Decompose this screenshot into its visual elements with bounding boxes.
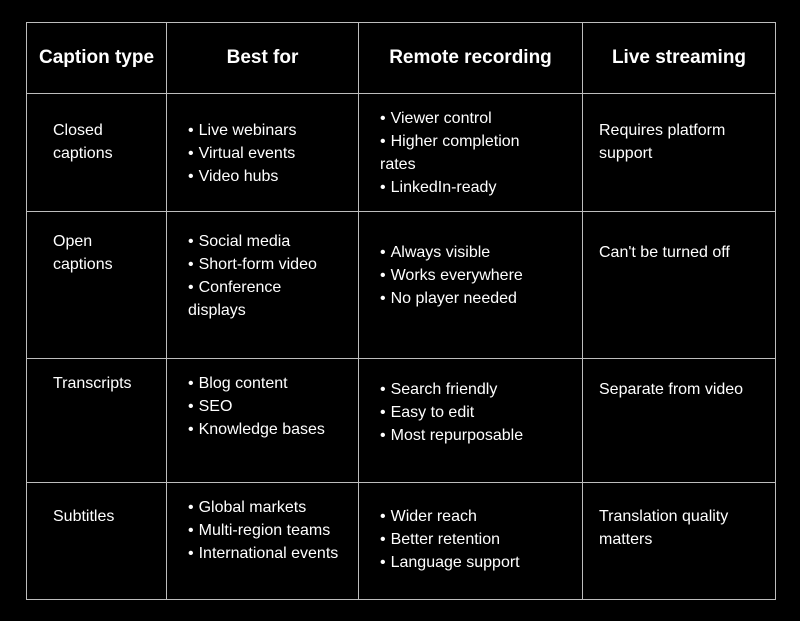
caption-type-text: Closed captions [53,122,113,162]
caption-type-cell: Transcripts [26,358,167,483]
list-item: Conference displays [188,276,318,322]
live-streaming-text: Requires platform support [599,122,726,162]
list-item: Easy to edit [380,401,568,424]
list-item: Better retention [380,528,568,551]
list-item: SEO [188,395,344,418]
header-row: Caption type Best for Remote recording L… [26,22,776,94]
best-for-list: Global markets Multi-region teams Intern… [188,496,348,565]
list-item: Short-form video [188,253,318,276]
live-streaming-cell: Can't be turned off [582,211,776,359]
best-for-list: Social media Short-form video Conference… [188,230,318,322]
caption-type-text: Transcripts [53,375,132,392]
caption-type-cell: Closed captions [26,93,167,212]
caption-type-cell: Subtitles [26,482,167,600]
best-for-list: Blog content SEO Knowledge bases [188,372,344,441]
list-item: Wider reach [380,505,568,528]
caption-type-text: Open captions [53,233,113,273]
list-item: No player needed [380,287,568,310]
list-item: Search friendly [380,378,568,401]
list-item: Blog content [188,372,344,395]
caption-comparison-table: Caption type Best for Remote recording L… [26,22,776,600]
remote-recording-list: Always visible Works everywhere No playe… [380,241,568,310]
list-item: Knowledge bases [188,418,344,441]
list-item: Most repurposable [380,424,568,447]
best-for-list: Live webinars Virtual events Video hubs [188,119,344,188]
remote-recording-cell: Always visible Works everywhere No playe… [358,211,583,359]
live-streaming-text: Can't be turned off [599,244,730,261]
header-best-for: Best for [166,22,359,94]
table-row: Transcripts Blog content SEO Knowledge b… [26,358,776,483]
best-for-cell: Live webinars Virtual events Video hubs [166,93,359,212]
table-row: Closed captions Live webinars Virtual ev… [26,93,776,212]
live-streaming-text: Separate from video [599,381,744,398]
list-item: Higher completion rates [380,130,540,176]
live-streaming-cell: Requires platform support [582,93,776,212]
remote-recording-list: Wider reach Better retention Language su… [380,505,568,574]
list-item: Language support [380,551,568,574]
list-item: Works everywhere [380,264,568,287]
remote-recording-cell: Wider reach Better retention Language su… [358,482,583,600]
best-for-cell: Social media Short-form video Conference… [166,211,359,359]
remote-recording-list: Viewer control Higher completion rates L… [380,107,540,199]
list-item: Viewer control [380,107,540,130]
caption-type-text: Subtitles [53,508,115,525]
remote-recording-list: Search friendly Easy to edit Most repurp… [380,378,568,447]
list-item: Social media [188,230,318,253]
list-item: Live webinars [188,119,344,142]
list-item: Video hubs [188,165,344,188]
list-item: Virtual events [188,142,344,165]
header-remote-recording: Remote recording [358,22,583,94]
best-for-cell: Blog content SEO Knowledge bases [166,358,359,483]
remote-recording-cell: Search friendly Easy to edit Most repurp… [358,358,583,483]
list-item: Always visible [380,241,568,264]
best-for-cell: Global markets Multi-region teams Intern… [166,482,359,600]
live-streaming-text: Translation quality matters [599,508,729,548]
table-row: Open captions Social media Short-form vi… [26,211,776,359]
list-item: Multi-region teams [188,519,348,542]
list-item: International events [188,542,348,565]
live-streaming-cell: Separate from video [582,358,776,483]
header-caption-type: Caption type [26,22,167,94]
list-item: Global markets [188,496,348,519]
caption-type-cell: Open captions [26,211,167,359]
remote-recording-cell: Viewer control Higher completion rates L… [358,93,583,212]
header-live-streaming: Live streaming [582,22,776,94]
list-item: LinkedIn-ready [380,176,540,199]
table-row: Subtitles Global markets Multi-region te… [26,482,776,600]
live-streaming-cell: Translation quality matters [582,482,776,600]
